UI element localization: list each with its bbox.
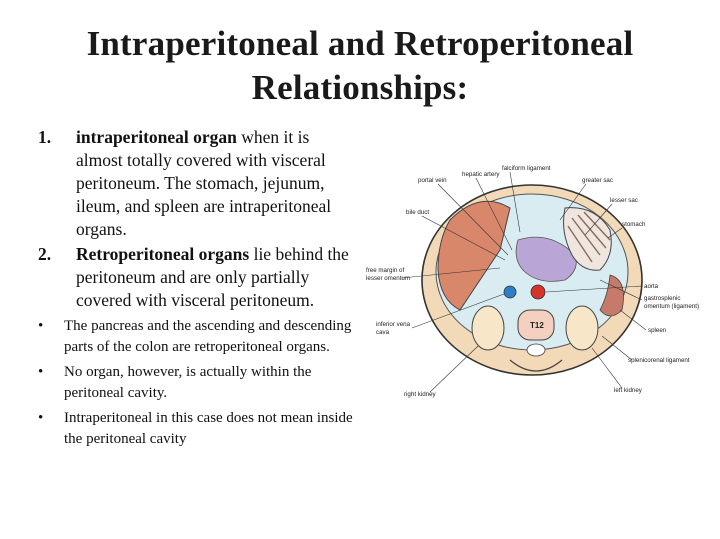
bullet-icon: • [38,318,44,334]
label-aorta: aorta [644,283,659,290]
bullet-item-2: • No organ, however, is actually within … [38,362,358,404]
stomach-rugae [567,211,611,263]
label-stomach: stomach [622,221,646,228]
label-free-margin-2: lesser omentum [366,275,410,282]
bullet-text: Intraperitoneal in this case does not me… [64,410,353,447]
label-free-margin-1: free margin of [366,267,404,274]
item-term: intraperitoneal organ [76,127,237,147]
label-ivc-2: cava [376,329,390,336]
spinal-canal [526,343,546,357]
bullet-text: The pancreas and the ascending and desce… [64,318,352,355]
bullet-item-3: • Intraperitoneal in this case does not … [38,408,358,450]
label-gastrosplenic-2: omentum (ligament) [644,303,699,310]
label-falciform-ligament: falciform ligament [502,165,551,172]
vertebra-t12 [517,309,555,341]
label-spleen: spleen [648,327,667,334]
item-number: 2. [38,244,52,264]
peritoneum-cross-section-diagram: T12 falciform ligament hepatic artery po… [366,165,699,398]
lesser-sac [515,236,577,282]
label-t12: T12 [530,321,544,330]
item-number: 1. [38,127,52,147]
spleen [599,274,624,317]
bullet-icon: • [38,410,44,426]
liver [437,200,511,311]
item-text: when it is almost totally covered with v… [76,127,332,239]
bullet-item-1: • The pancreas and the ascending and des… [38,316,358,358]
label-right-kidney: right kidney [404,391,437,398]
label-greater-sac: greater sac [582,177,613,184]
item-text: lie behind the peritoneum and are only p… [76,244,349,310]
slide-content: 1. intraperitoneal organ when it is almo… [38,126,358,450]
bullet-text: No organ, however, is actually within th… [64,364,312,401]
title-line-1: Intraperitoneal and Retroperitoneal [86,24,634,63]
left-kidney [565,305,599,351]
bullet-icon: • [38,364,44,380]
right-kidney [471,305,505,351]
spinal-process [509,359,563,372]
title-line-2: Relationships: [251,68,469,107]
label-gastrosplenic-1: gastrosplenic [644,295,680,302]
label-ivc-1: inferior vena [376,321,411,328]
label-lesser-sac: lesser sac [610,197,638,204]
inferior-vena-cava [503,285,517,299]
numbered-item-1: 1. intraperitoneal organ when it is almo… [38,126,358,241]
leader-lines [401,171,647,393]
numbered-item-2: 2. Retroperitoneal organs lie behind the… [38,243,358,312]
item-term: Retroperitoneal organs [76,244,250,264]
label-hepatic-artery: hepatic artery [462,171,500,178]
slide-title: Intraperitoneal and Retroperitoneal Rela… [0,22,720,110]
label-portal-vein: portal vein [418,177,447,184]
label-bile-duct: bile duct [406,209,429,216]
label-left-kidney: left kidney [614,387,643,394]
label-splenicorenal-ligament: splenicorenal ligament [628,357,690,364]
aorta [530,284,546,300]
